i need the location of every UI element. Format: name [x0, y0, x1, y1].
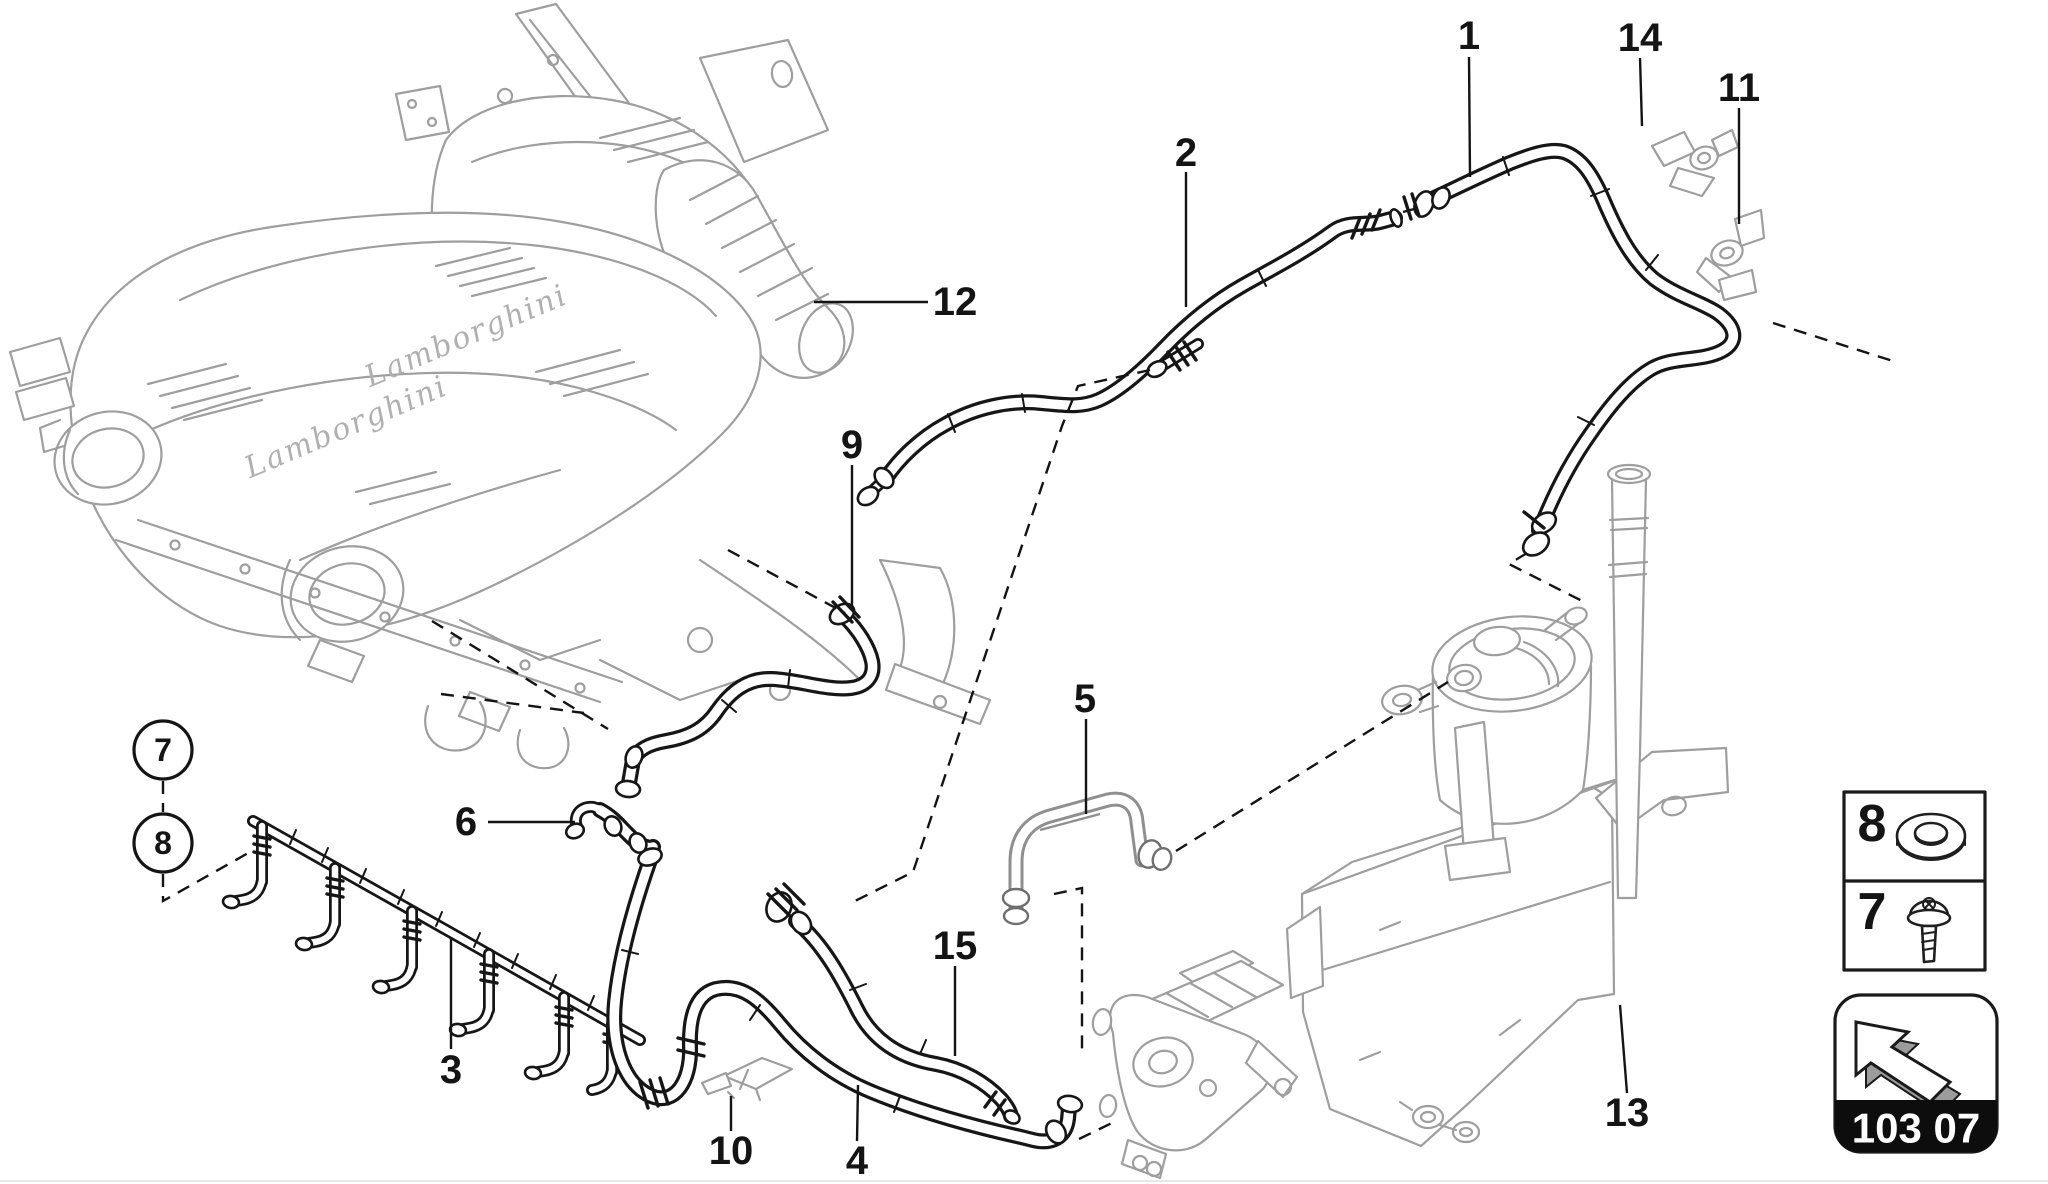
breather-hose-part2: [856, 208, 1403, 507]
callout-label-8: 8: [154, 825, 172, 861]
throttle-body-rings: [38, 410, 405, 643]
callout-leader-4: [855, 1084, 860, 1142]
vent-pipe-part4: [606, 847, 1084, 1150]
callout-label-10: 10: [709, 1129, 754, 1173]
link-hose4-to-pump: [1078, 1120, 1115, 1141]
callout-label-3: 3: [440, 1048, 462, 1092]
callout-label-5: 5: [1074, 677, 1096, 721]
callout-leader-1: [1467, 56, 1472, 178]
link-hose2-branch-to-pump: [850, 368, 1151, 905]
dipstick-tube: [1606, 463, 1652, 900]
dashed-links-layer: [161, 206, 1894, 1141]
callout-label-1: 1: [1458, 14, 1480, 58]
oil-separator-canister: [1381, 606, 1593, 882]
washer-icon: [1895, 812, 1967, 861]
vent-pipe-part15: [765, 882, 1021, 1125]
link-hose1-to-canister: [1506, 551, 1589, 606]
callout-label-12: 12: [933, 280, 978, 324]
callout-leader-14: [1638, 57, 1644, 127]
legend-box: 8 7: [1842, 790, 1987, 972]
link-hose5-to-pump: [1053, 886, 1084, 1057]
breather-rail-part3: [221, 815, 646, 1096]
callout-label-9: 9: [841, 423, 863, 467]
callout-label-6: 6: [455, 800, 477, 844]
callout-label-7: 7: [154, 732, 172, 768]
retaining-bracket-part10: [700, 1056, 794, 1102]
legend-item-label: 7: [1858, 883, 1887, 941]
link-engine-to-hose6-b: [440, 692, 585, 715]
air-pump: [1091, 949, 1299, 1180]
callout-leader-13: [1618, 1004, 1629, 1094]
link-circle8-to-rail: [161, 850, 251, 904]
section-badge: 103 07: [1833, 993, 1999, 1154]
badge-code-band: [1835, 1100, 1997, 1152]
pump-upper-port: [1091, 1008, 1113, 1036]
pipe-clamp-part14: [1650, 128, 1740, 198]
canister-front-port: [1446, 663, 1482, 693]
callout-circle-8: [132, 812, 194, 874]
callout-label-4: 4: [846, 1139, 869, 1183]
link-engine-to-hose6-a: [431, 619, 609, 731]
legend-item-label: 8: [1858, 795, 1887, 853]
pump-lower-port: [1098, 1093, 1118, 1119]
callout-circle-7: [132, 719, 194, 781]
breather-hose-part1: [1402, 142, 1742, 557]
link-engine-to-hose9: [727, 548, 846, 615]
engine-lower-rail: [114, 518, 624, 770]
section-code: 103 07: [1852, 1105, 1980, 1152]
canister-top-port: [1564, 606, 1588, 626]
callout-label-11: 11: [1718, 66, 1760, 110]
legend-item-bolt: 7: [1858, 883, 1952, 964]
callout-label-2: 2: [1175, 131, 1197, 175]
callout-label-15: 15: [933, 924, 978, 968]
vent-hose-part5: [1001, 791, 1173, 926]
connector-hose-part6: [564, 801, 661, 856]
rail-connector-towers: [221, 820, 622, 1096]
intake-plenum: [69, 211, 762, 639]
callout-label-14: 14: [1618, 16, 1663, 60]
engine-assembly: Lamborghini Lamborghini: [8, 2, 992, 770]
link-hose2-to-hose1-gap: [1402, 206, 1419, 214]
link-hose5-to-canister: [1175, 680, 1449, 853]
pipe-clamp-part11: [1695, 208, 1766, 302]
legend-item-washer: 8: [1858, 795, 1967, 861]
breather-hose-part9: [614, 595, 881, 799]
link-clamp11-area: [1772, 321, 1894, 363]
callout-label-13: 13: [1605, 1091, 1650, 1135]
bolt-icon: [1906, 897, 1952, 964]
engine-bracket-plate: [698, 38, 830, 164]
